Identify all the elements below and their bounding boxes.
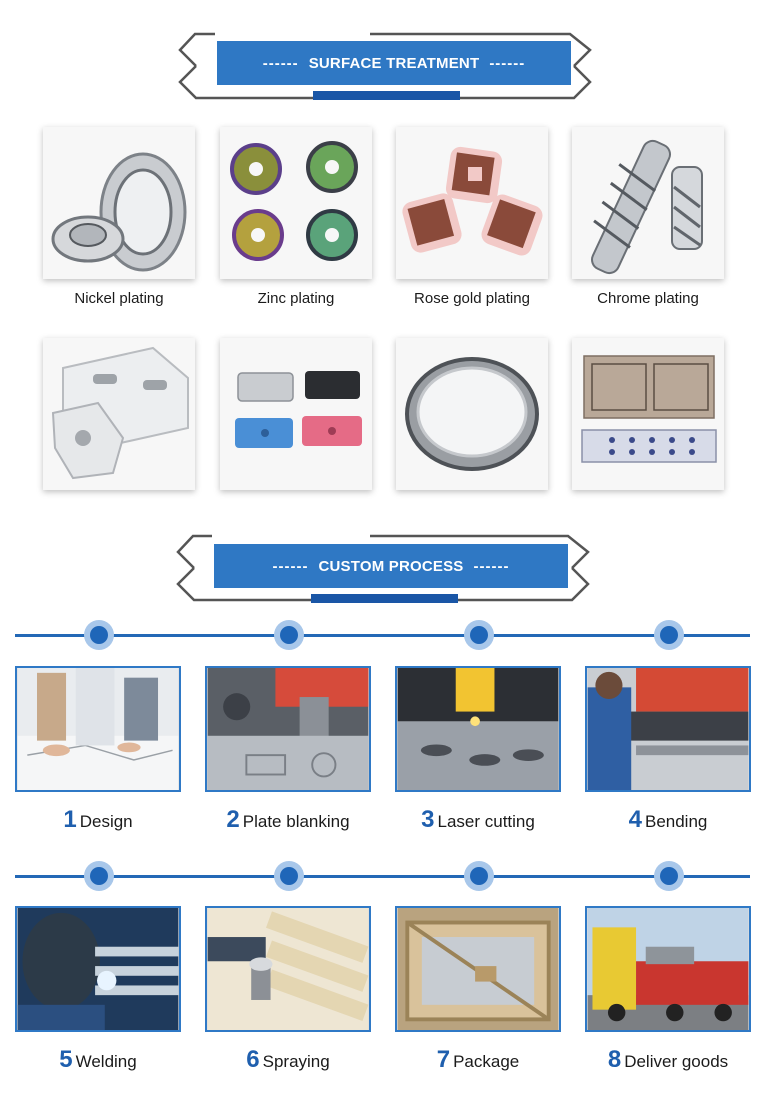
step-number: 2 <box>226 806 240 833</box>
product-image-anodized <box>220 338 372 490</box>
timeline-line-1 <box>15 634 750 637</box>
step-label: Laser cutting <box>437 812 535 831</box>
step-photo-design <box>15 666 181 792</box>
dash-left: ------ <box>262 54 299 72</box>
caption-3: Rose gold plating <box>414 290 530 307</box>
step-photo-plate-blanking <box>205 666 371 792</box>
step-label: Welding <box>75 1052 137 1071</box>
product-image-chrome <box>572 127 724 279</box>
dash-right: ------ <box>473 557 510 575</box>
surface-treatment-header: ------ SURFACE TREATMENT ------ <box>0 30 764 100</box>
step-label: Deliver goods <box>624 1052 729 1071</box>
product-image-rose-gold <box>396 127 548 279</box>
timeline-node <box>654 620 684 650</box>
timeline-node <box>84 620 114 650</box>
header-frame <box>176 534 590 602</box>
step-number: 8 <box>607 1046 622 1073</box>
step-photo-bending <box>585 666 751 792</box>
step-number: 3 <box>421 806 435 833</box>
title-underline <box>311 594 458 603</box>
caption-4: Chrome plating <box>597 290 699 307</box>
step-photo-deliver <box>585 906 751 1032</box>
caption-1: Nickel plating <box>74 290 164 307</box>
step-number: 7 <box>436 1046 451 1073</box>
product-image-engraved-plates <box>572 338 724 490</box>
timeline-line-2 <box>15 875 750 878</box>
step-number: 5 <box>59 1046 73 1073</box>
product-image-zinc <box>220 127 372 279</box>
custom-process-header: ------ CUSTOM PROCESS ------ <box>0 532 764 603</box>
timeline-node <box>464 620 494 650</box>
product-image-nickel <box>43 127 195 279</box>
timeline-node <box>274 620 304 650</box>
dash-left: ------ <box>272 557 309 575</box>
step-number: 6 <box>246 1046 260 1073</box>
step-number: 4 <box>628 806 642 833</box>
product-image-ring <box>396 338 548 490</box>
title-underline <box>313 91 460 100</box>
timeline-node <box>654 861 684 891</box>
step-label: Bending <box>644 812 708 831</box>
caption-2: Zinc plating <box>257 290 335 307</box>
step-label: Package <box>453 1052 520 1071</box>
timeline-node <box>84 861 114 891</box>
step-photo-spraying <box>205 906 371 1032</box>
section-title-box: ------ SURFACE TREATMENT ------ <box>217 41 571 85</box>
step-label: Spraying <box>262 1052 330 1071</box>
section-title: SURFACE TREATMENT <box>308 54 480 72</box>
section-title: CUSTOM PROCESS <box>318 557 464 575</box>
timeline-node <box>464 861 494 891</box>
step-label: Plate blanking <box>242 812 350 831</box>
timeline-node <box>274 861 304 891</box>
step-label: Design <box>79 812 133 831</box>
step-photo-welding <box>15 906 181 1032</box>
header-frame <box>178 32 592 100</box>
step-number: 1 <box>63 806 77 833</box>
step-photo-package <box>395 906 561 1032</box>
dash-right: ------ <box>489 54 526 72</box>
section-title-box: ------ CUSTOM PROCESS ------ <box>214 544 568 588</box>
step-photo-laser-cutting <box>395 666 561 792</box>
product-image-white-brackets <box>43 338 195 490</box>
